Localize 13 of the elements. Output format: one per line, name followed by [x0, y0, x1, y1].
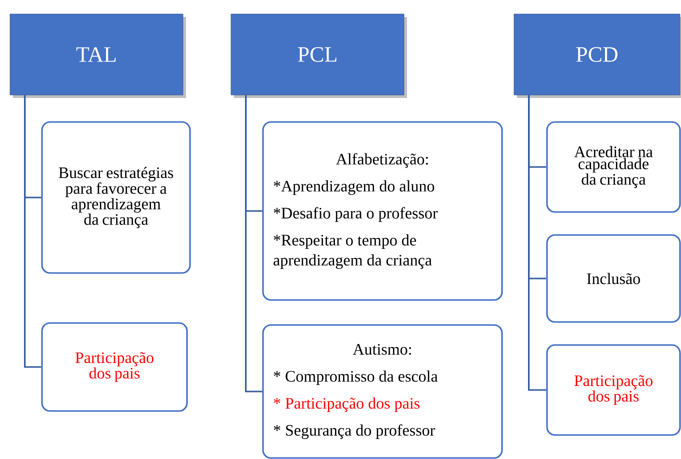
text-box: Alfabetização: *Aprendizagem do aluno *Desafio para o professor *Respeitar o tempo de aprendizagem da criança — [262, 121, 503, 301]
text-box: Buscar estratégias para favorecer a aprendizagem da criança — [41, 121, 191, 274]
connector-line — [528, 95, 546, 391]
text-box: Participação dos pais — [546, 344, 681, 436]
text-box: Acreditar na capacidade da criança — [546, 121, 681, 213]
text-box: Participação dos pais — [41, 322, 188, 412]
header-box: TAL — [10, 14, 186, 98]
connector-line — [24, 95, 42, 368]
text-box: Autismo: * Compromisso da escola * Participação dos pais * Segurança do professor — [262, 324, 503, 459]
header-box: PCD — [514, 14, 681, 98]
header-box: PCL — [230, 14, 407, 98]
text-box: Inclusão — [546, 234, 681, 323]
connector-line — [245, 95, 262, 392]
